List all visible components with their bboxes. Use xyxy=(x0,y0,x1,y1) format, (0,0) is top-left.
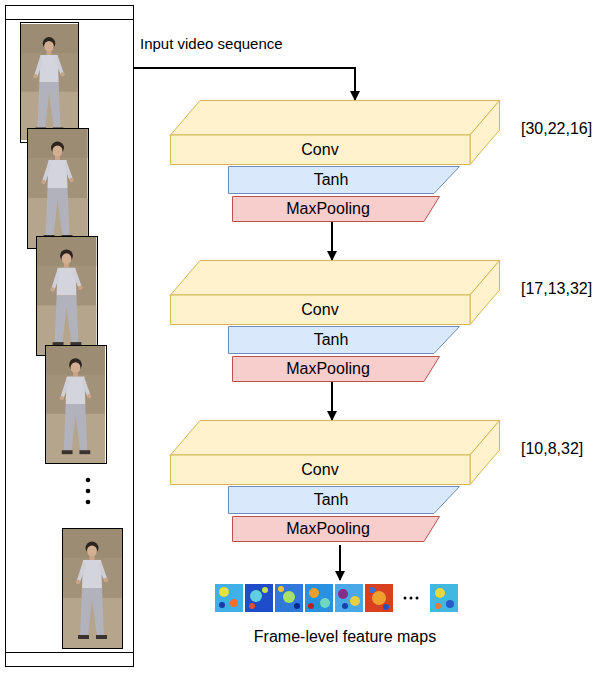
video-frame xyxy=(46,345,107,464)
video-frame xyxy=(62,528,123,649)
text-line: Conv xyxy=(170,135,470,165)
text-line: MaxPooling xyxy=(232,196,424,222)
layer-name: Conv xyxy=(301,135,338,165)
shape-face xyxy=(229,167,460,194)
shape-face xyxy=(470,261,500,325)
input-arrow xyxy=(133,68,355,100)
video-frame xyxy=(20,23,79,143)
text-line: Tanh xyxy=(228,326,434,354)
layer-name: Tanh xyxy=(314,326,349,354)
layer-name: Tanh xyxy=(314,486,349,514)
flow-arrow xyxy=(331,382,333,420)
dimension-label: [17,13,32] xyxy=(521,280,592,298)
pooling-box: MaxPooling xyxy=(232,196,440,222)
video-frame xyxy=(28,128,89,249)
film-strip-edge xyxy=(6,652,134,653)
shape-face xyxy=(229,327,460,354)
film-strip xyxy=(6,6,134,667)
layer-name: Conv xyxy=(301,455,338,485)
feature-map xyxy=(335,584,363,612)
flow-arrow xyxy=(331,222,333,260)
layer-name: MaxPooling xyxy=(286,356,370,382)
dimension-label: [30,22,16] xyxy=(521,120,592,138)
feature-map xyxy=(365,584,393,612)
feature-map xyxy=(305,584,333,612)
conv-layer-box: Conv xyxy=(170,260,500,325)
activation-box: Tanh xyxy=(228,486,460,514)
vertical-ellipsis xyxy=(86,478,91,505)
shape-face xyxy=(171,421,500,456)
shape-face xyxy=(171,295,471,325)
text-line: MaxPooling xyxy=(232,516,424,542)
output-arrow xyxy=(339,545,341,580)
shape-face xyxy=(171,135,471,165)
text-line: Tanh xyxy=(228,166,434,194)
arrow-label: Input video sequence xyxy=(140,35,283,52)
video-frame xyxy=(37,236,98,356)
output-label: Frame-level feature maps xyxy=(180,628,510,646)
shape-face xyxy=(470,421,500,485)
pooling-box: MaxPooling xyxy=(232,356,440,382)
shape-face xyxy=(233,197,440,222)
shape-face xyxy=(233,357,440,382)
feature-map xyxy=(275,584,303,612)
text-line: MaxPooling xyxy=(232,356,424,382)
shape-face xyxy=(470,101,500,165)
film-strip-edge xyxy=(6,19,134,20)
pooling-box: MaxPooling xyxy=(232,516,440,542)
shape-face xyxy=(233,517,440,542)
activation-box: Tanh xyxy=(228,326,460,354)
activation-box: Tanh xyxy=(228,166,460,194)
shape-face xyxy=(171,101,500,136)
conv-layer-box: Conv xyxy=(170,420,500,485)
text-line: Conv xyxy=(170,295,470,325)
feature-map xyxy=(245,584,273,612)
conv-layer-box: Conv xyxy=(170,100,500,165)
feature-map xyxy=(215,584,243,612)
shape-face xyxy=(171,261,500,296)
text-line: Conv xyxy=(170,455,470,485)
dimension-label: [10,8,32] xyxy=(521,440,583,458)
layer-name: Conv xyxy=(301,295,338,325)
text-line: Tanh xyxy=(228,486,434,514)
feature-map xyxy=(430,584,458,612)
layer-name: MaxPooling xyxy=(286,516,370,542)
shape-face xyxy=(171,455,471,485)
layer-name: Tanh xyxy=(314,166,349,194)
layer-name: MaxPooling xyxy=(286,196,370,222)
shape-face xyxy=(229,487,460,514)
ellipsis-dots xyxy=(404,597,419,600)
